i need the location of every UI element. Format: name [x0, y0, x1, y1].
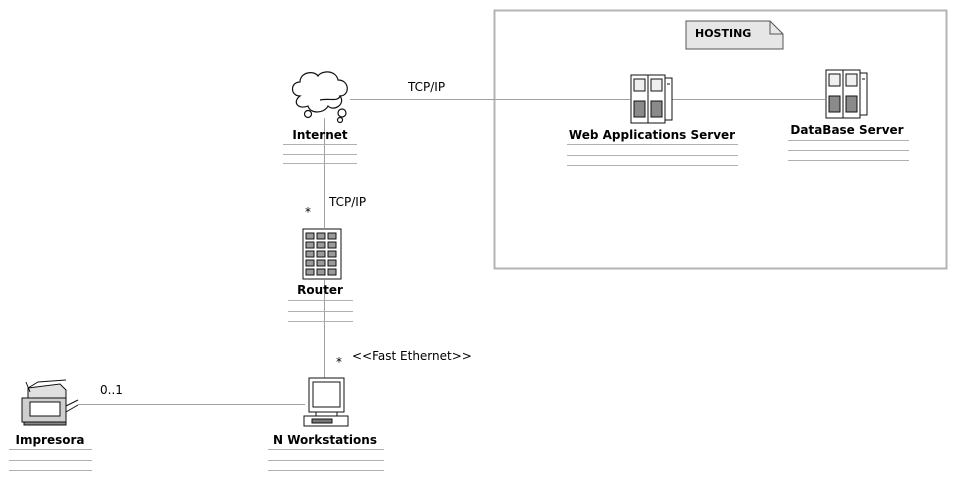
hosting-package-label: HOSTING: [695, 27, 752, 40]
printer-workstations-multiplicity: 0..1: [100, 383, 123, 397]
router-workstations-multiplicity: *: [336, 355, 342, 369]
cloud-icon: [291, 71, 348, 124]
db-server-compartments: [788, 140, 909, 161]
server-icon: [630, 74, 673, 124]
db-server-label: DataBase Server: [790, 123, 904, 137]
internet-web-protocol-label: TCP/IP: [408, 80, 446, 94]
printer-compartments: [9, 449, 92, 471]
internet-compartments: [283, 144, 357, 164]
internet-router-multiplicity: *: [305, 205, 311, 219]
workstations-label: N Workstations: [273, 433, 377, 447]
web-server-label: Web Applications Server: [568, 128, 736, 142]
workstations-compartments: [268, 449, 384, 471]
internet-router-protocol-label: TCP/IP: [329, 195, 367, 209]
router-compartments: [288, 300, 353, 322]
router-label: Router: [297, 283, 343, 297]
printer-icon: [21, 379, 79, 426]
database-server-icon: [825, 69, 868, 119]
printer-label: Impresora: [15, 433, 85, 447]
hosting-note: [685, 20, 784, 50]
workstation-icon: [303, 377, 349, 427]
internet-label: Internet: [292, 128, 348, 142]
router-workstations-stereotype-label: <<Fast Ethernet>>: [352, 349, 472, 363]
router-icon: [302, 228, 342, 280]
web-server-compartments: [567, 144, 738, 166]
hosting-boundary: [493, 9, 948, 270]
